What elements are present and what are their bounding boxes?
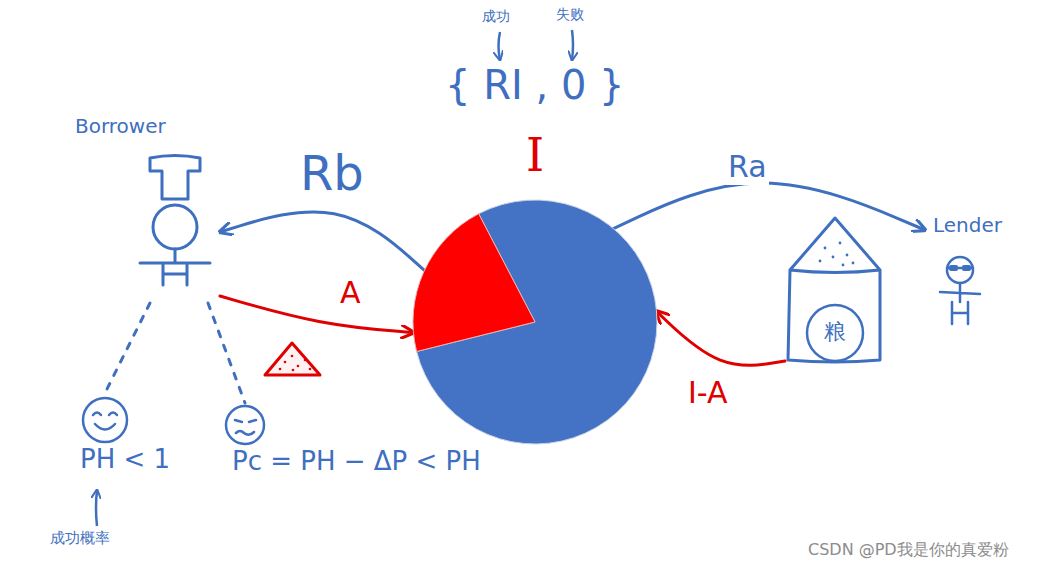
watermark: CSDN @PD我是你的真爱粉 [808,541,1009,559]
node-label: Lender [933,214,1002,237]
flow-arrow [220,296,413,333]
dashed-link [105,303,150,393]
node-label: Borrower [75,115,166,138]
dashed-link [208,303,245,403]
lender-figure: Lender [925,212,1017,332]
borrower-figure: Borrower [70,113,220,303]
edge-label: Ra [726,150,769,185]
node-label: PH < 1 [80,445,170,475]
grain-pile [265,343,320,375]
investment-pie: I [410,133,660,445]
grain-bag-outline [785,213,883,368]
note-text: 成功 [482,8,510,24]
note-text: 成功概率 [50,530,110,547]
node-label: 粮 [824,319,846,344]
flow-arrow [657,311,785,365]
edge-label: A [338,276,363,311]
success-face: PH < 1 [78,393,174,483]
edge-label: I-A [686,376,730,411]
node-label: I [526,129,544,182]
pointer-arrow [96,490,97,526]
note-text: 失败 [556,6,584,22]
node-label: Pc = PH − ΔP < PH [232,447,481,477]
pointer-arrow [499,32,501,60]
outcome-set: { RI , 0 } [445,62,625,108]
grain-bag: 粮 [785,213,883,368]
edge-label: Rb [298,146,366,201]
failure-face: Pc = PH − ΔP < PH [225,403,485,485]
flow-arrow [613,183,925,230]
pointer-arrow [572,30,573,60]
flow-arrow [220,212,424,270]
borrower-figure-outline [70,113,220,303]
